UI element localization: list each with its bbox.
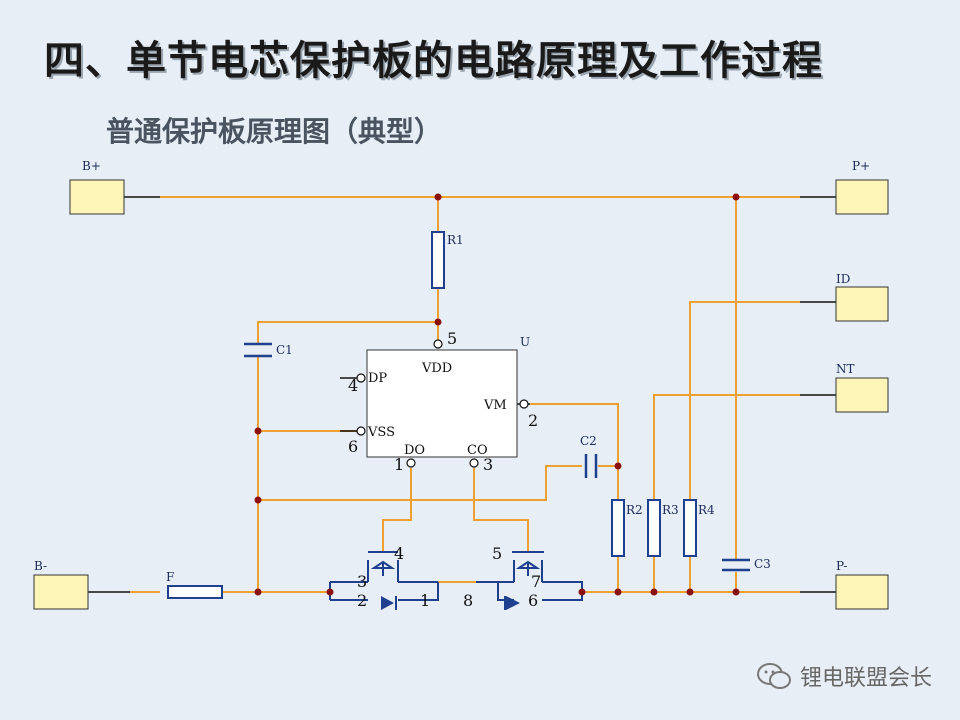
ic-vdd-label: VDD [421,361,452,376]
body-diode-1 [381,596,397,610]
mosfet-discharge [329,551,439,601]
ic-co-label: CO [467,443,488,458]
c3-label: C3 [754,557,771,571]
terminal-p-minus-label: P- [836,559,847,573]
terminal-b-plus-label: B+ [82,159,101,173]
watermark-text: 锂电联盟会长 [799,666,932,691]
m2-gate-number: 5 [492,544,502,563]
ic-vss-label: VSS [367,425,395,440]
m2-source-number: 7 [531,572,541,591]
m2-drain-number: 8 [463,591,473,610]
ic-ref-label: U [520,335,530,349]
r4-label: R4 [698,503,715,517]
pin-vm [519,399,529,409]
pin-vdd-number: 5 [447,329,457,348]
r1-label: R1 [447,233,464,247]
capacitor-c3 [722,558,750,572]
fuse-f [167,585,223,599]
r2-label: R2 [626,503,643,517]
wire-nt [653,394,800,500]
resistor-r1 [431,231,445,289]
pin-dp-number: 4 [348,376,358,395]
pin-do-number: 1 [394,455,404,474]
terminal-id-label: ID [836,272,850,286]
wire-do-gate [382,468,412,552]
wires [130,196,800,593]
ic-vm-label: VM [483,398,507,413]
pin-co-number: 3 [483,455,493,474]
wire-vm [530,403,619,500]
m1-source2-number: 2 [357,591,367,610]
ic-do-label: DO [404,443,425,458]
terminal-nt [835,377,889,413]
page-subtitle: 普通保护板原理图（典型） [106,115,443,148]
junction-nodes [254,193,740,596]
capacitor-c1 [244,342,272,358]
pin-vss-number: 6 [348,437,358,456]
terminal-id [835,286,889,322]
m1-source-number: 3 [357,572,367,591]
ic-dp-label: DP [368,371,387,386]
resistor-r4 [683,499,697,557]
terminal-p-plus-label: P+ [852,159,870,173]
wire-co-gate [473,468,529,552]
resistor-r3 [647,499,661,557]
wechat-icon [756,663,791,689]
terminal-p-minus [835,574,889,610]
capacitor-c2 [584,454,598,478]
wire-vdd-c1 [257,321,438,344]
fuse-label: F [166,570,174,584]
body-diode-2 [504,596,520,610]
page-title: 四、单节电芯保护板的电路原理及工作过程 [44,38,823,84]
watermark: 锂电联盟会长 [756,660,932,692]
terminal-b-minus-label: B- [34,559,47,573]
pin-co [469,458,479,468]
resistor-r2 [611,499,625,557]
pin-dp [356,373,366,383]
pin-vm-number: 2 [528,411,538,430]
m2-source2-number: 6 [528,591,538,610]
c1-label: C1 [276,343,293,357]
terminal-b-minus [33,574,89,610]
terminal-p-plus [835,179,889,215]
terminal-nt-label: NT [836,362,855,376]
pin-vdd [433,339,443,349]
pin-do [406,458,416,468]
terminals [33,179,889,610]
m1-drain-number: 1 [420,591,430,610]
terminal-b-plus [69,179,125,215]
r3-label: R3 [662,503,679,517]
pin-vss [356,426,366,436]
wire-id [689,301,800,500]
wire-mid-rail [258,465,582,501]
mosfet-charge [476,551,583,601]
protection-ic [366,349,518,458]
c2-label: C2 [580,434,597,448]
m1-gate-number: 4 [394,544,404,563]
